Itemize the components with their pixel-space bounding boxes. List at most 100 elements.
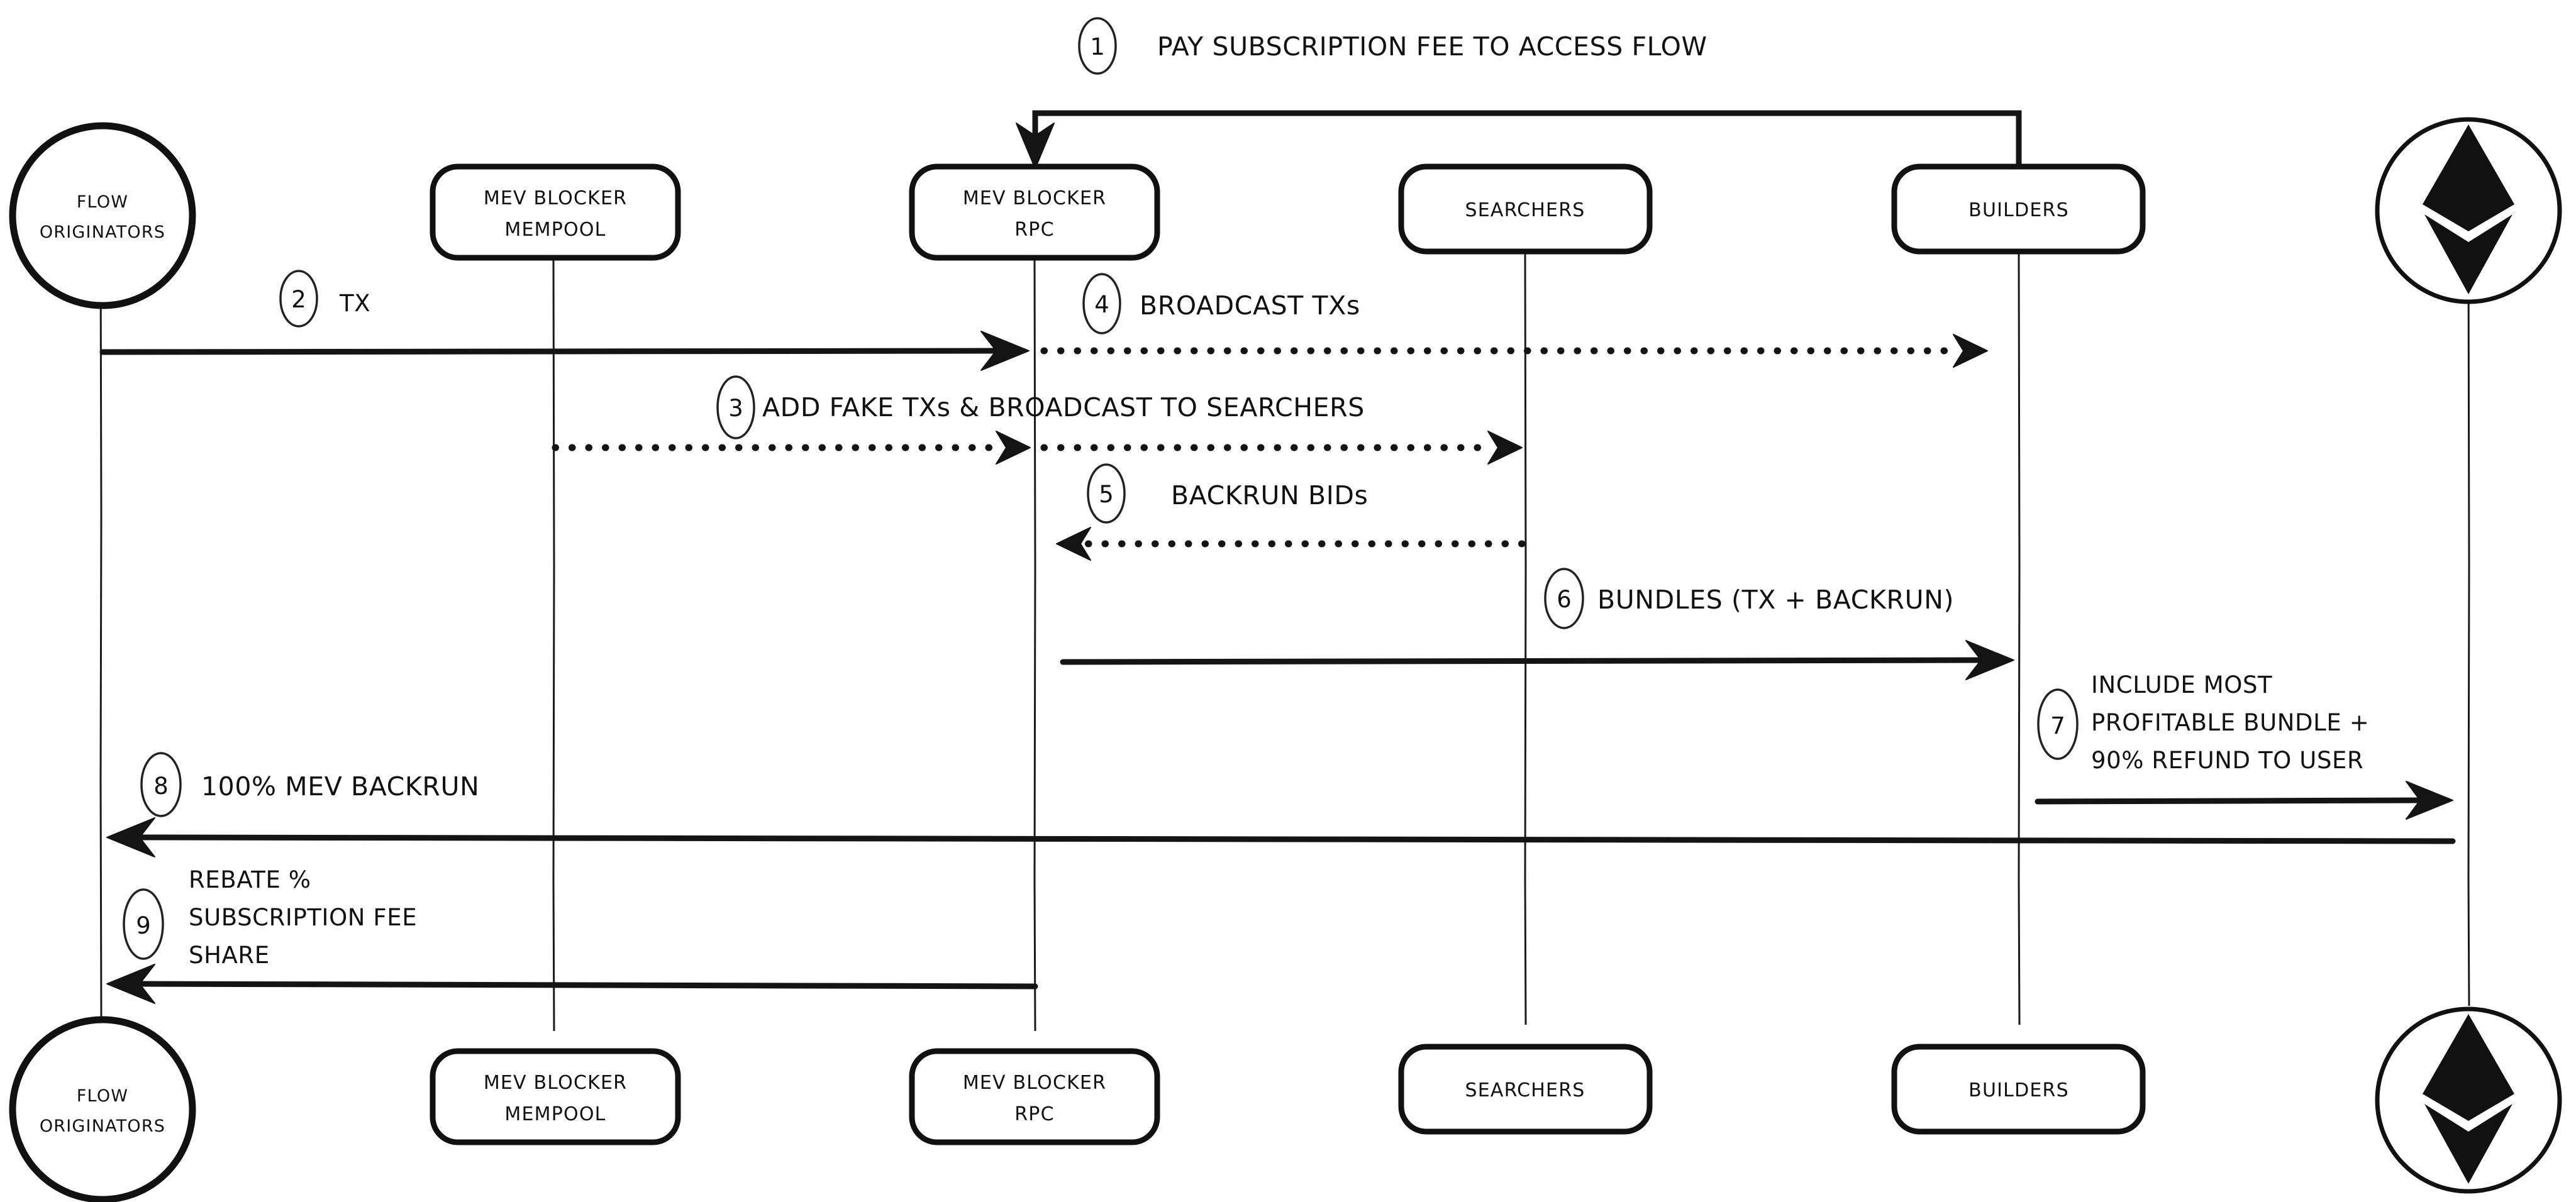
ethereum-diamond-icon [2423,124,2514,294]
searchers-shape [1398,163,1653,255]
message-6[interactable]: 6 BUNDLES (TX + BACKRUN) [1060,568,2014,680]
message-6-number: 6 [1557,586,1572,613]
message-5-arrowhead [1056,527,1091,561]
builders-bottom-label: BUILDERS [1968,1079,2069,1101]
flow-originators-label-line2: ORIGINATORS [40,223,165,242]
participant-ethereum-bottom[interactable] [2375,1006,2562,1194]
mev-blocker-rpc-label-line1: MEV BLOCKER [963,187,1106,209]
participant-searchers-top[interactable]: SEARCHERS [1398,163,1653,255]
message-6-label: BUNDLES (TX + BACKRUN) [1597,585,1954,615]
message-3-arrowhead [1487,431,1523,465]
mev-blocker-mempool-bottom-label-line2: MEMPOOL [504,1103,606,1125]
message-9-badge: 9 [123,888,164,960]
message-3[interactable]: 3 ADD FAKE TXs & BROADCAST TO SEARCHERS [552,375,1523,465]
builders-shape-bottom [1891,1044,2146,1135]
mev-blocker-mempool-label-line1: MEV BLOCKER [484,187,627,209]
message-4-number: 4 [1094,291,1109,318]
message-2-number: 2 [291,286,306,313]
message-8-label: 100% MEV BACKRUN [201,771,479,802]
participant-ethereum-top[interactable] [2375,117,2562,304]
message-7-number: 7 [2050,712,2065,739]
lifeline-mev-blocker-mempool [552,257,555,1032]
message-1[interactable]: 1 PAY SUBSCRIPTION FEE TO ACCESS FLOW [1016,17,2022,170]
message-1-line [1032,110,2022,170]
message-1-number: 1 [1090,33,1105,60]
builders-label: BUILDERS [1968,199,2069,221]
participant-mev-blocker-rpc-bottom[interactable]: MEV BLOCKER RPC [909,1048,1160,1145]
mev-blocker-rpc-bottom-label-line2: RPC [1014,1103,1054,1125]
message-5[interactable]: 5 BACKRUN BIDs [1056,463,1526,561]
flow-originators-shape-bottom [9,1016,196,1202]
ethereum-diamond-icon-bottom [2423,1014,2514,1184]
participant-searchers-bottom[interactable]: SEARCHERS [1398,1044,1653,1135]
participant-mev-blocker-rpc-top[interactable]: MEV BLOCKER RPC [909,163,1160,261]
message-8-badge: 8 [140,752,182,817]
participant-flow-originators-bottom[interactable]: FLOW ORIGINATORS [9,1016,196,1202]
message-9-number: 9 [136,912,151,939]
participant-builders-top[interactable]: BUILDERS [1891,163,2146,255]
lifeline-searchers [1524,251,1527,1025]
message-2-badge: 2 [279,270,318,328]
message-9-label-line3: SHARE [189,942,270,969]
message-7-badge: 7 [2037,688,2079,760]
message-2-arrowhead [980,331,1030,371]
message-5-label: BACKRUN BIDs [1171,480,1368,510]
searchers-label: SEARCHERS [1465,199,1585,221]
message-1-badge: 1 [1078,17,1117,75]
message-7-arrowhead [2406,781,2453,820]
message-2-line [99,348,1003,355]
participant-mev-blocker-mempool-top[interactable]: MEV BLOCKER MEMPOOL [430,163,681,261]
message-3-arrowhead-mid [996,431,1031,465]
lifeline-ethereum [2467,251,2470,1006]
message-3-number: 3 [728,395,743,422]
message-7-label-line3: 90% REFUND TO USER [2091,747,2363,774]
flow-originators-bottom-label-line2: ORIGINATORS [40,1117,165,1136]
participant-builders-bottom[interactable]: BUILDERS [1891,1044,2146,1135]
message-6-arrowhead [1965,640,2014,680]
message-2[interactable]: 2 TX [99,270,1030,371]
message-5-number: 5 [1099,481,1114,508]
message-5-badge: 5 [1087,463,1126,524]
message-4[interactable]: 4 BROADCAST TXs [1040,273,1988,368]
lifelines [99,251,2470,1032]
message-8-line [135,834,2456,844]
message-6-line [1060,657,1985,665]
mev-blocker-mempool-label-line2: MEMPOOL [504,219,606,241]
message-4-label: BROADCAST TXs [1140,290,1360,321]
mev-blocker-mempool-shape [430,163,681,261]
message-4-arrowhead [1953,334,1988,368]
message-4-badge: 4 [1082,273,1121,334]
message-9-arrowhead [106,964,155,1004]
mev-blocker-rpc-bottom-label-line1: MEV BLOCKER [963,1072,1106,1094]
flow-originators-label-line1: FLOW [77,192,128,212]
message-2-label: TX [339,290,370,317]
message-9[interactable]: 9 REBATE % SUBSCRIPTION FEE SHARE [106,866,1038,1004]
message-1-arrowhead [1016,123,1055,169]
participant-flow-originators-top[interactable]: FLOW ORIGINATORS [9,122,196,309]
mev-blocker-rpc-label-line2: RPC [1014,219,1054,241]
mev-blocker-rpc-shape-bottom [909,1048,1160,1145]
participant-mev-blocker-mempool-bottom[interactable]: MEV BLOCKER MEMPOOL [430,1048,681,1145]
flow-originators-shape [9,122,196,309]
message-9-label-line2: SUBSCRIPTION FEE [189,904,417,931]
message-8[interactable]: 8 100% MEV BACKRUN [106,752,2456,857]
flow-originators-bottom-label-line1: FLOW [77,1086,128,1106]
mev-blocker-rpc-shape [909,163,1160,261]
message-7-label-line2: PROFITABLE BUNDLE + [2091,709,2369,736]
searchers-bottom-label: SEARCHERS [1465,1079,1585,1101]
message-8-arrowhead [106,817,155,857]
message-7-label-line1: INCLUDE MOST [2091,671,2272,698]
message-3-badge: 3 [716,375,755,439]
message-7[interactable]: 7 INCLUDE MOST PROFITABLE BUNDLE + 90% R… [2035,671,2453,820]
message-9-label-line1: REBATE % [189,866,311,893]
message-7-line [2035,797,2424,805]
mev-blocker-mempool-bottom-label-line1: MEV BLOCKER [484,1072,627,1094]
searchers-shape-bottom [1398,1044,1653,1135]
mev-blocker-mempool-shape-bottom [430,1048,681,1145]
message-9-line [135,981,1038,990]
message-3-label: ADD FAKE TXs & BROADCAST TO SEARCHERS [762,392,1365,422]
message-6-badge: 6 [1544,568,1584,629]
message-1-label: PAY SUBSCRIPTION FEE TO ACCESS FLOW [1157,31,1707,62]
